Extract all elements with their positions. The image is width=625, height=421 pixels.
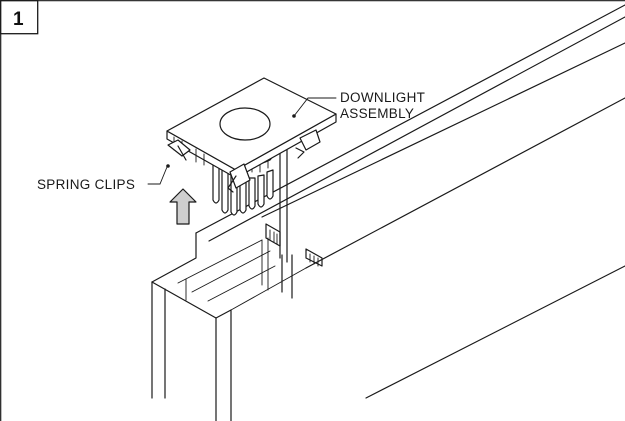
housing-front-top-edge bbox=[151, 281, 217, 319]
downlight-label-line2: ASSEMBLY bbox=[340, 106, 414, 121]
housing-front-panel-right bbox=[215, 309, 232, 421]
housing-clip-right-teeth bbox=[309, 253, 319, 267]
downlight-leader-dot bbox=[292, 114, 296, 118]
step-number: 1 bbox=[13, 9, 24, 30]
downlight-leader-line bbox=[293, 97, 337, 117]
spring-clip-front bbox=[229, 163, 251, 189]
housing-rail-mid bbox=[261, 42, 625, 218]
step-number-box: 1 bbox=[0, 0, 39, 35]
up-arrow-icon bbox=[169, 188, 197, 225]
spring-clips-leader-line bbox=[147, 166, 168, 185]
spring-clip-front-arm bbox=[227, 175, 237, 193]
lens-opening bbox=[219, 107, 271, 141]
spring-clip-right-arm bbox=[295, 147, 305, 159]
housing-clip-left-teeth bbox=[269, 229, 278, 245]
housing-rail-front bbox=[305, 97, 625, 269]
spring-clip-right bbox=[299, 129, 321, 151]
fixture-housing bbox=[151, 4, 625, 421]
housing-left-top bbox=[151, 232, 197, 283]
spring-clips-leader-dot bbox=[166, 164, 170, 168]
downlight-label-line1: DOWNLIGHT bbox=[340, 90, 425, 105]
housing-rail-back-inner bbox=[208, 16, 625, 242]
opening-line-1 bbox=[177, 239, 263, 284]
spring-clip-left-arm bbox=[177, 145, 187, 161]
opening-line-4 bbox=[230, 267, 307, 311]
opening-line-2 bbox=[191, 250, 271, 293]
housing-clip-right bbox=[305, 248, 323, 267]
downlight-assembly bbox=[166, 77, 337, 263]
heatsink-fins bbox=[212, 162, 274, 216]
spring-clips-label: SPRING CLIPS bbox=[37, 177, 135, 192]
opening-line-3 bbox=[207, 265, 276, 302]
housing-bottom-edge bbox=[365, 265, 625, 399]
